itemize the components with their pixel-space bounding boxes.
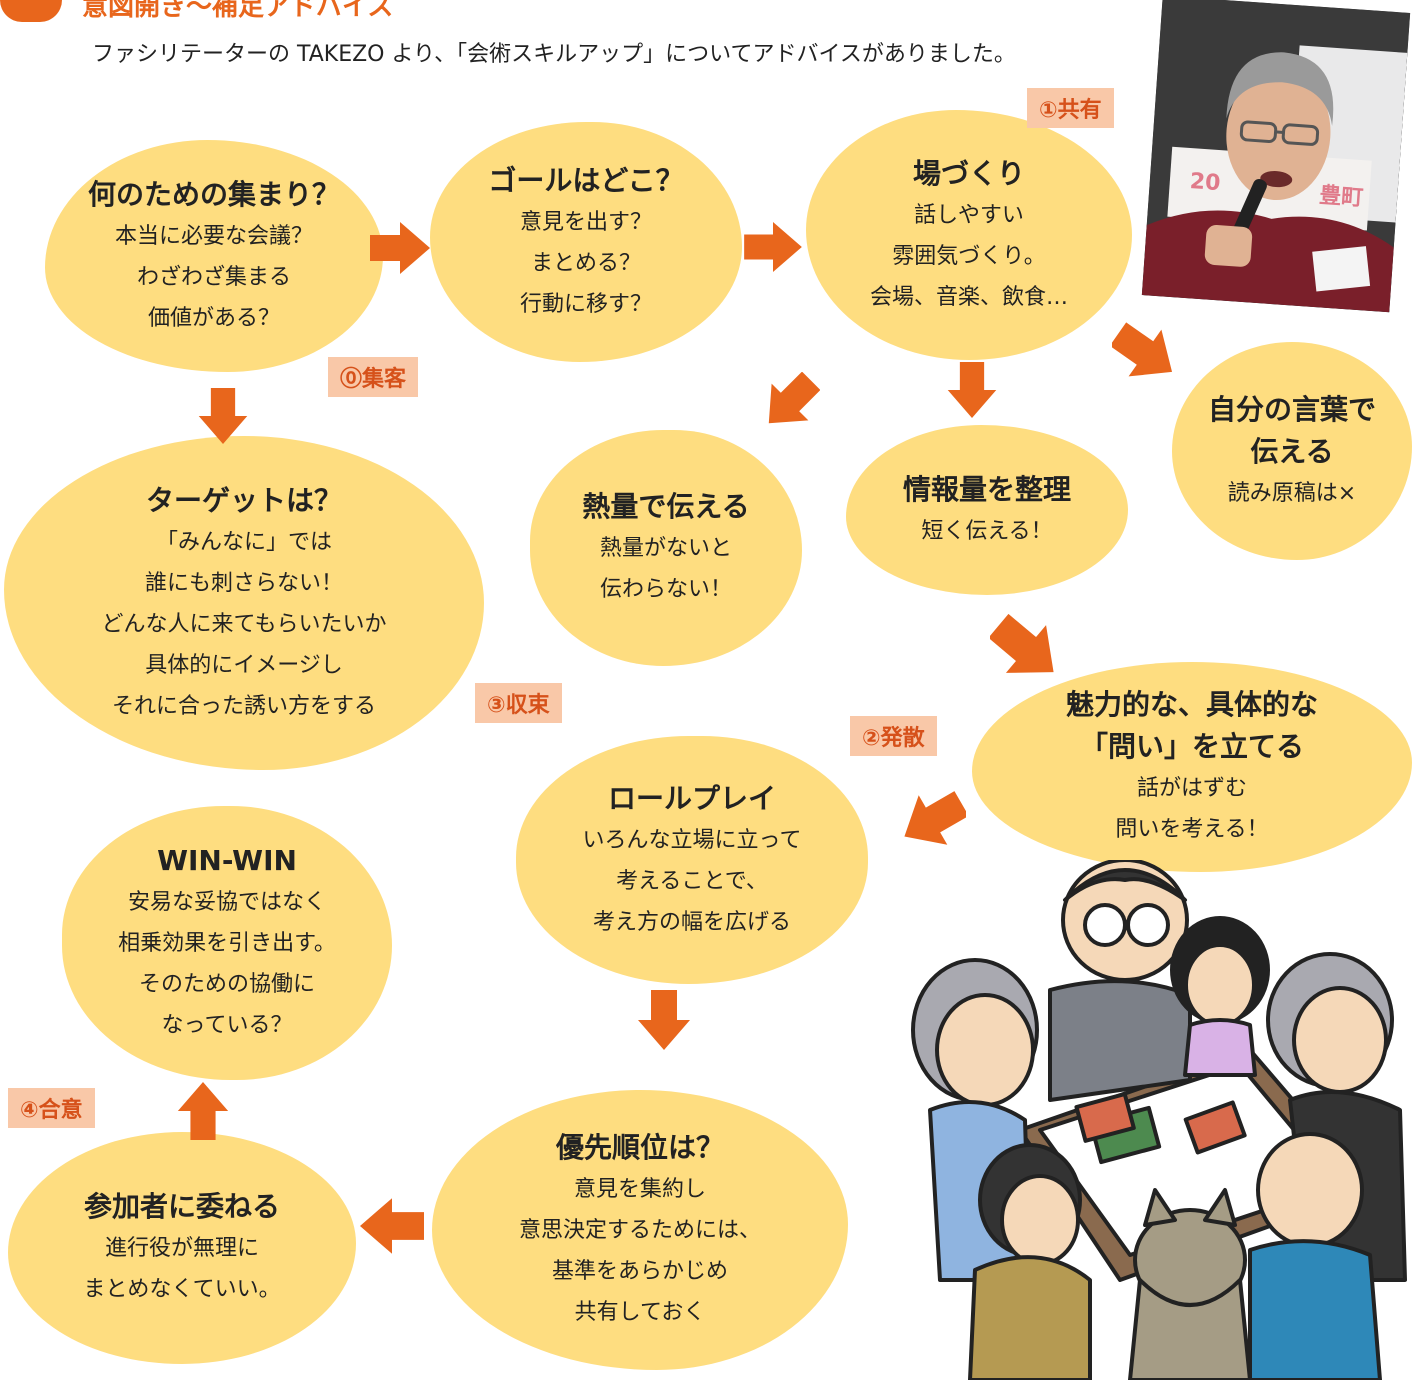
- node-line: 具体的にイメージし: [145, 652, 343, 678]
- node-line: 進行役が無理に: [104, 1236, 259, 1261]
- arrow-up-icon: [177, 1082, 229, 1140]
- arrow-down-right-icon: [990, 614, 1054, 673]
- node-winwin: WIN-WIN 安易な妥協ではなく 相乗効果を引き出す。 そのための協働に なっ…: [62, 806, 392, 1080]
- node-line: 意見を集約し: [573, 1177, 706, 1202]
- section-number-badge: [0, 0, 62, 22]
- stage-tag-1: ①共有: [1027, 88, 1114, 128]
- node-line: 問いを考える！: [1115, 817, 1269, 842]
- node-line: 行動に移す？: [519, 291, 652, 317]
- node-venue: 場づくり 話しやすい 雰囲気づくり。 会場、音楽、飲食…: [806, 110, 1132, 360]
- node-goal: ゴールはどこ？ 意見を出す？ まとめる？ 行動に移す？: [430, 122, 742, 362]
- node-line: 安易な妥協ではなく: [127, 890, 326, 915]
- node-title: ロールプレイ: [607, 781, 776, 815]
- stage-tag-3: ③収束: [475, 683, 562, 723]
- stage-tag-4: ④合意: [8, 1088, 95, 1128]
- node-line: 伝わらない！: [599, 577, 732, 602]
- node-line: なっている？: [161, 1013, 293, 1038]
- node-title: 伝える: [1250, 434, 1334, 468]
- node-line: いろんな立場に立って: [582, 827, 802, 853]
- stage-tag-2: ②発散: [850, 716, 937, 756]
- arrow-right-icon: [370, 222, 430, 274]
- arrow-down-left-icon: [768, 372, 820, 424]
- node-info: 情報量を整理 短く伝える！: [846, 425, 1128, 595]
- node-line: まとめなくていい。: [83, 1277, 281, 1302]
- node-title: ゴールはどこ？: [488, 163, 684, 197]
- node-own-words: 自分の言葉で 伝える 読み原稿は×: [1172, 342, 1412, 560]
- node-passion: 熱量で伝える 熱量がないと 伝わらない！: [530, 430, 802, 666]
- arrow-down-icon: [198, 388, 248, 444]
- section-title: 意図開き〜補足アドバイス: [82, 0, 394, 22]
- node-line: 会場、音楽、飲食…: [869, 284, 1068, 310]
- intro-text: ファシリテーターの TAKEZO より、「会術スキルアップ」についてアドバイスが…: [92, 42, 1016, 67]
- node-line: 考えることで、: [616, 868, 768, 894]
- node-title: 参加者に委ねる: [83, 1190, 280, 1223]
- node-title: 自分の言葉で: [1207, 392, 1376, 426]
- arrow-right-icon: [744, 222, 802, 272]
- node-line: まとめる？: [530, 250, 641, 276]
- arrow-left-icon: [360, 1198, 424, 1254]
- node-line: そのための協働に: [138, 972, 315, 997]
- node-line: 短く伝える！: [921, 518, 1053, 544]
- node-title: 「問い」を立てる: [1079, 730, 1304, 763]
- meeting-illustration: [890, 858, 1410, 1382]
- node-target: ターゲットは？ 「みんなに」では 誰にも刺さらない！ どんな人に来てもらいたいか…: [4, 436, 484, 770]
- arrow-down-right-icon: [1112, 322, 1173, 377]
- node-line: 話がはずむ: [1136, 776, 1247, 801]
- node-line: どんな人に来てもらいたいか: [101, 611, 387, 637]
- node-line: 意見を出す？: [519, 209, 652, 235]
- node-line: 相乗効果を引き出す。: [118, 931, 336, 956]
- node-line: 共有しておく: [574, 1300, 706, 1325]
- node-line: それに合った誘い方をする: [111, 693, 376, 719]
- sign-text: 20: [1189, 169, 1221, 196]
- node-line: 本当に必要な会議？: [114, 223, 313, 249]
- node-title: 情報量を整理: [902, 472, 1071, 506]
- node-line: 「みんなに」では: [155, 529, 332, 555]
- node-line: 読み原稿は×: [1227, 480, 1357, 506]
- node-line: わざわざ集まる: [136, 264, 291, 290]
- node-line: 意思決定するためには、: [518, 1218, 761, 1243]
- node-participants: 参加者に委ねる 進行役が無理に まとめなくていい。: [8, 1132, 356, 1364]
- node-line: 熱量がないと: [599, 536, 732, 561]
- facilitator-photo: 20 豊町: [1141, 0, 1411, 313]
- arrow-down-icon: [947, 362, 997, 418]
- arrow-down-left-icon: [904, 791, 966, 845]
- node-line: 話しやすい: [914, 202, 1024, 228]
- node-title: 熱量で伝える: [582, 490, 750, 523]
- sign-text-2: 豊町: [1318, 182, 1364, 211]
- node-line: 価値がある？: [147, 305, 280, 331]
- arrow-down-icon: [638, 990, 690, 1050]
- node-line: 雰囲気づくり。: [892, 243, 1046, 269]
- node-title: 場づくり: [912, 156, 1025, 190]
- node-title: WIN-WIN: [157, 844, 297, 877]
- stage-tag-0: ⓪集客: [328, 357, 419, 397]
- node-title: 優先順位は？: [555, 1131, 724, 1164]
- facilitator-portrait-icon: 20 豊町: [1141, 0, 1411, 313]
- node-title: 魅力的な、具体的な: [1065, 688, 1318, 721]
- node-line: 誰にも刺さらない！: [144, 570, 343, 596]
- node-priority: 優先順位は？ 意見を集約し 意思決定するためには、 基準をあらかじめ 共有してお…: [432, 1090, 848, 1370]
- group-meeting-icon: [911, 858, 1407, 1382]
- node-title: ターゲットは？: [145, 483, 342, 517]
- node-title: 何のための集まり？: [87, 177, 340, 211]
- node-roleplay: ロールプレイ いろんな立場に立って 考えることで、 考え方の幅を広げる: [516, 736, 868, 984]
- node-purpose: 何のための集まり？ 本当に必要な会議？ わざわざ集まる 価値がある？: [45, 140, 383, 372]
- node-question: 魅力的な、具体的な 「問い」を立てる 話がはずむ 問いを考える！: [972, 662, 1412, 872]
- node-line: 考え方の幅を広げる: [592, 909, 791, 935]
- node-line: 基準をあらかじめ: [551, 1259, 728, 1284]
